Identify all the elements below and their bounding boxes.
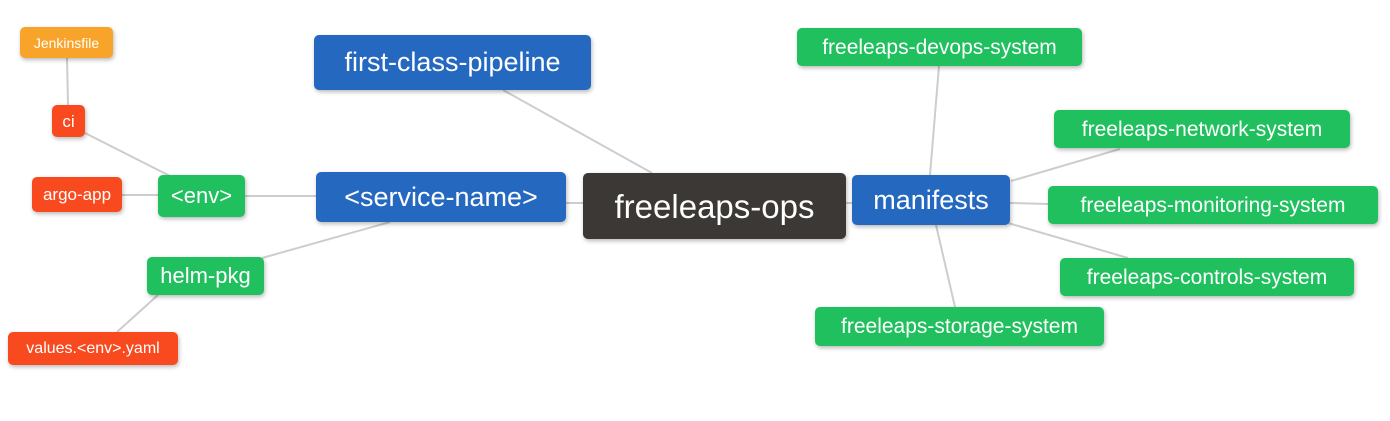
edge-ci-env [84,132,171,177]
edge-manifests-monitoring-system [1009,202,1049,205]
node-monitoring-system[interactable]: freeleaps-monitoring-system [1048,186,1378,224]
node-storage-system[interactable]: freeleaps-storage-system [815,307,1104,346]
node-jenkinsfile[interactable]: Jenkinsfile [20,27,113,58]
node-helm-pkg[interactable]: helm-pkg [147,257,264,295]
node-freeleaps-ops[interactable]: freeleaps-ops [583,173,846,239]
edge-first-class-pipeline-freeleaps-ops [502,89,653,174]
node-controls-system[interactable]: freeleaps-controls-system [1060,258,1354,296]
node-network-system[interactable]: freeleaps-network-system [1054,110,1350,148]
node-ci[interactable]: ci [52,105,85,137]
node-service-name[interactable]: <service-name> [316,172,566,222]
edge-jenkinsfile-ci [66,57,69,106]
edge-manifests-network-system [1010,148,1121,182]
edge-service-name-helm-pkg [261,221,391,259]
edge-manifests-controls-system [1007,222,1129,259]
edge-helm-pkg-values-env-yaml [116,294,159,333]
edge-manifests-devops-system [929,65,940,176]
node-manifests[interactable]: manifests [852,175,1010,225]
node-argo-app[interactable]: argo-app [32,177,122,212]
node-first-class-pipeline[interactable]: first-class-pipeline [314,35,591,90]
node-env[interactable]: <env> [158,175,245,217]
node-values-env-yaml[interactable]: values.<env>.yaml [8,332,178,365]
edge-manifests-storage-system [935,224,956,308]
node-devops-system[interactable]: freeleaps-devops-system [797,28,1082,66]
